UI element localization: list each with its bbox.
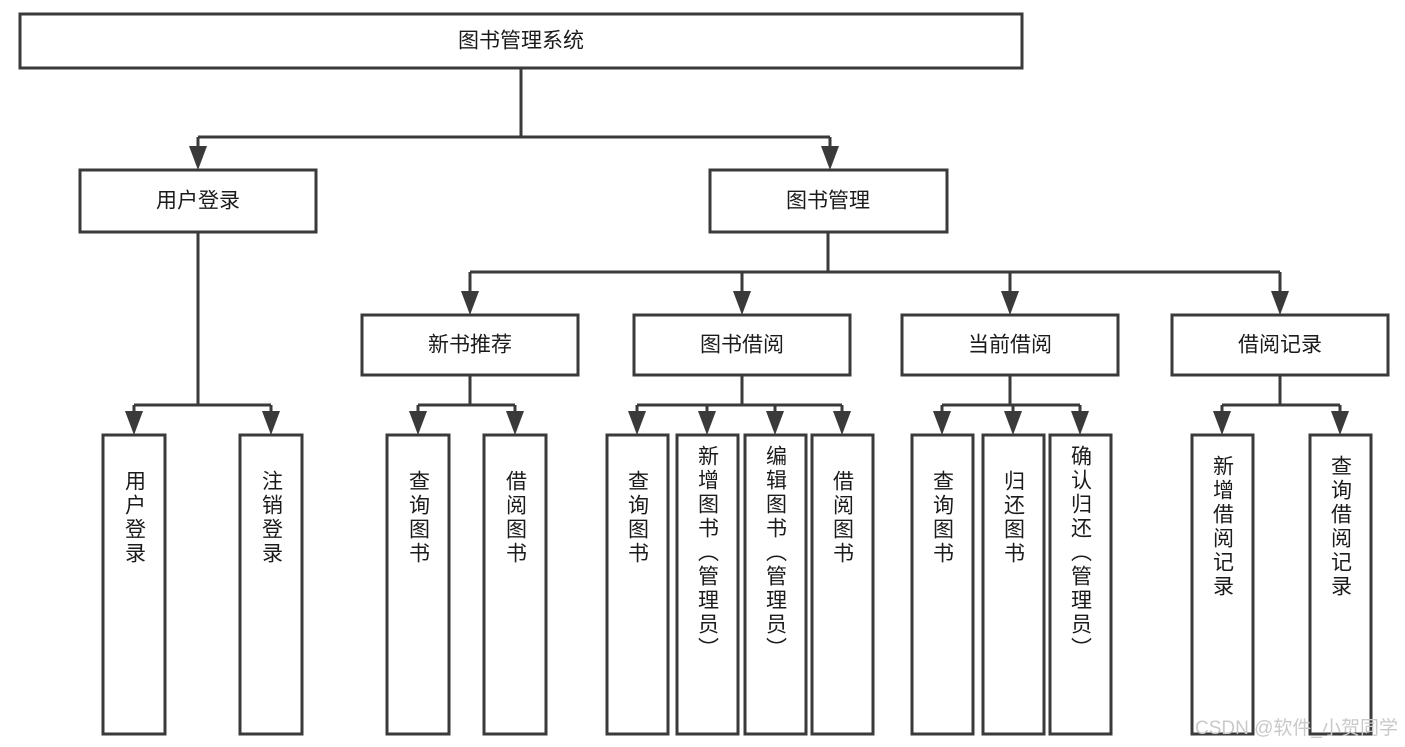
node-book-borrow-label: 图书借阅: [700, 334, 784, 357]
leaf-query-book-borrow-label: 查询图书: [626, 470, 650, 566]
node-current-borrow[interactable]: 当前借阅: [900, 313, 1120, 377]
leaf-borrow-book-label: 借阅图书: [831, 470, 855, 566]
leaf-query-book-recommend-label: 查询图书: [407, 470, 431, 566]
node-current-borrow-label: 当前借阅: [968, 334, 1052, 357]
leaf-add-book-admin-label: 新增图书（管理员）: [696, 445, 720, 661]
leaf-confirm-return-admin-box[interactable]: [1048, 433, 1113, 736]
leaf-add-borrow-record[interactable]: 新增借阅记录: [1190, 433, 1255, 736]
arrow-head-icon: [262, 411, 280, 435]
arrow-head-icon: [409, 411, 427, 435]
connectors-borrow-to-leaves: [628, 375, 851, 435]
leaf-logout[interactable]: 注销登录: [238, 433, 304, 736]
arrow-head-icon: [1004, 411, 1022, 435]
connectors-bookmgmt-to-level3: [461, 232, 1289, 315]
node-book-borrow[interactable]: 图书借阅: [632, 313, 852, 377]
leaf-borrow-book-recommend-box[interactable]: [482, 433, 548, 736]
leaf-confirm-return-admin[interactable]: 确认归还（管理员）: [1048, 433, 1113, 736]
leaf-borrow-book-box[interactable]: [810, 433, 875, 736]
connectors-newbook-to-leaves: [409, 375, 524, 435]
node-borrow-records[interactable]: 借阅记录: [1170, 313, 1390, 377]
arrow-head-icon: [1331, 411, 1349, 435]
arrow-head-icon: [1001, 291, 1019, 315]
arrow-head-icon: [821, 146, 839, 170]
node-user-login-box[interactable]: [78, 168, 318, 234]
watermark: CSDN @软件_小贺同学: [1195, 717, 1398, 739]
leaf-query-book-current-label: 查询图书: [931, 470, 955, 566]
leaf-edit-book-admin[interactable]: 编辑图书（管理员）: [743, 433, 808, 736]
node-user-login[interactable]: 用户登录: [78, 168, 318, 234]
connectors-root-to-level2: [189, 68, 839, 170]
arrow-head-icon: [125, 411, 143, 435]
node-book-borrow-box[interactable]: [632, 313, 852, 377]
leaf-edit-book-admin-label: 编辑图书（管理员）: [764, 445, 788, 661]
node-borrow-records-box[interactable]: [1170, 313, 1390, 377]
arrow-head-icon: [733, 291, 751, 315]
arrow-head-icon: [933, 411, 951, 435]
arrow-head-icon: [506, 411, 524, 435]
leaf-return-book-label: 归还图书: [1002, 470, 1026, 566]
node-root-label: 图书管理系统: [458, 30, 584, 53]
leaf-borrow-book-recommend[interactable]: 借阅图书: [482, 433, 548, 736]
arrow-head-icon: [628, 411, 646, 435]
leaf-borrow-book[interactable]: 借阅图书: [810, 433, 875, 736]
leaf-user-login-box[interactable]: [101, 433, 167, 736]
leaf-confirm-return-admin-label: 确认归还（管理员）: [1069, 445, 1093, 661]
leaf-query-book-recommend[interactable]: 查询图书: [385, 433, 451, 736]
leaf-user-login-label: 用户登录: [123, 470, 147, 566]
arrow-head-icon: [1071, 411, 1089, 435]
leaf-add-book-admin-box[interactable]: [675, 433, 740, 736]
leaf-query-book-current-box[interactable]: [910, 433, 975, 736]
leaf-query-book-current[interactable]: 查询图书: [910, 433, 975, 736]
node-new-book-recommend-label: 新书推荐: [428, 334, 512, 357]
node-new-book-recommend-box[interactable]: [360, 313, 580, 377]
leaf-query-book-borrow[interactable]: 查询图书: [605, 433, 670, 736]
arrow-head-icon: [1213, 411, 1231, 435]
leaf-add-borrow-record-label: 新增借阅记录: [1211, 455, 1235, 599]
leaf-query-book-borrow-box[interactable]: [605, 433, 670, 736]
leaf-add-borrow-record-box[interactable]: [1190, 433, 1255, 736]
node-book-management-label: 图书管理: [786, 190, 870, 213]
leaf-logout-label: 注销登录: [260, 470, 284, 566]
node-book-management[interactable]: 图书管理: [708, 168, 949, 234]
leaf-user-login[interactable]: 用户登录: [101, 433, 167, 736]
leaf-query-borrow-record[interactable]: 查询借阅记录: [1308, 433, 1373, 736]
connectors-userlogin-to-leaves: [125, 232, 280, 435]
arrow-head-icon: [461, 291, 479, 315]
arrow-head-icon: [1271, 291, 1289, 315]
node-root[interactable]: 图书管理系统: [18, 12, 1024, 70]
arrow-head-icon: [766, 411, 784, 435]
leaf-borrow-book-recommend-label: 借阅图书: [504, 470, 528, 566]
leaf-logout-box[interactable]: [238, 433, 304, 736]
node-current-borrow-box[interactable]: [900, 313, 1120, 377]
leaf-add-book-admin[interactable]: 新增图书（管理员）: [675, 433, 740, 736]
node-book-management-box[interactable]: [708, 168, 949, 234]
leaf-query-book-recommend-box[interactable]: [385, 433, 451, 736]
connectors-records-to-leaves: [1213, 375, 1349, 435]
node-new-book-recommend[interactable]: 新书推荐: [360, 313, 580, 377]
arrow-head-icon: [833, 411, 851, 435]
node-borrow-records-label: 借阅记录: [1238, 334, 1322, 357]
connectors-current-to-leaves: [933, 375, 1089, 435]
arrow-head-icon: [189, 146, 207, 170]
leaf-query-borrow-record-box[interactable]: [1308, 433, 1373, 736]
leaf-return-book[interactable]: 归还图书: [981, 433, 1046, 736]
arrow-head-icon: [698, 411, 716, 435]
node-user-login-label: 用户登录: [156, 190, 240, 213]
leaf-edit-book-admin-box[interactable]: [743, 433, 808, 736]
leaf-query-borrow-record-label: 查询借阅记录: [1329, 455, 1353, 599]
node-root-box[interactable]: [18, 12, 1024, 70]
leaf-return-book-box[interactable]: [981, 433, 1046, 736]
